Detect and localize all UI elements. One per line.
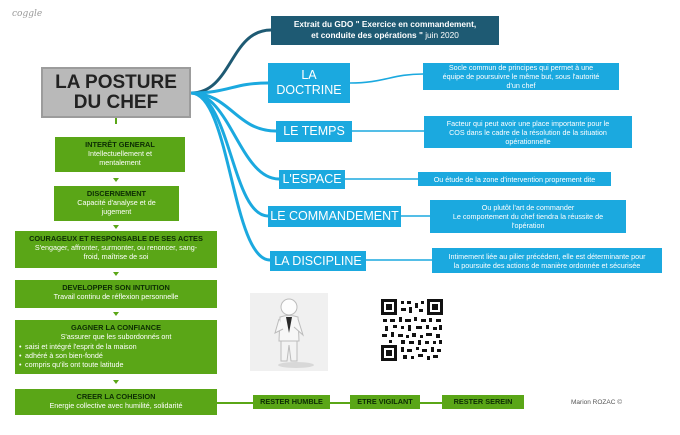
down-arrow-icon	[113, 178, 119, 182]
confiance-bullets: saisi et intégré l'esprit de la maison a…	[19, 342, 213, 369]
chip-rester-humble[interactable]: RESTER HUMBLE	[253, 395, 330, 409]
brand-logo: coggle	[12, 9, 43, 19]
branch-temps-label: LE TEMPS	[283, 124, 345, 138]
quality-courageux[interactable]: COURAGEUX ET RESPONSABLE DE SES ACTES S'…	[15, 231, 217, 268]
quality-sub: Capacité d'analyse et de jugement	[77, 198, 156, 216]
central-topic-title: LA POSTURE DU CHEF	[55, 71, 177, 113]
quality-title: DISCERNEMENT	[86, 189, 147, 198]
branch-espace-desc-text: Ou étude de la zone d'intervention propr…	[433, 174, 596, 184]
branch-doctrine-label: LA DOCTRINE	[276, 68, 342, 97]
list-item: saisi et intégré l'esprit de la maison	[19, 342, 213, 351]
quality-cohesion[interactable]: CREER LA COHESION Energie collective ave…	[15, 389, 217, 415]
quality-title: CREER LA COHESION	[76, 392, 156, 401]
branch-temps-desc[interactable]: Facteur qui peut avoir une place importa…	[424, 116, 632, 148]
down-arrow-icon	[113, 312, 119, 316]
list-item: adhéré à son bien-fondé	[19, 351, 213, 360]
chip-rester-serein[interactable]: RESTER SEREIN	[442, 395, 524, 409]
branch-doctrine[interactable]: LA DOCTRINE	[268, 63, 350, 103]
quality-confiance[interactable]: GAGNER LA CONFIANCE S'assurer que les su…	[15, 320, 217, 374]
quality-sub: S'assurer que les subordonnés ont	[60, 332, 172, 341]
branch-commandement[interactable]: LE COMMANDEMENT	[268, 206, 401, 227]
branch-commandement-desc[interactable]: Ou plutôt l'art de commander Le comporte…	[430, 200, 626, 233]
quality-title: DEVELOPPER SON INTUITION	[62, 283, 170, 292]
quality-title: GAGNER LA CONFIANCE	[70, 323, 162, 332]
chain-line	[420, 402, 442, 404]
list-item: compris qu'ils ont toute latitude	[19, 360, 213, 369]
green-connector	[115, 118, 117, 124]
chain-line	[217, 402, 253, 404]
quality-sub: Intellectuellement et mentalement	[88, 149, 152, 167]
quality-discernement[interactable]: DISCERNEMENT Capacité d'analyse et de ju…	[54, 186, 179, 221]
quality-sub: Energie collective avec humilité, solida…	[49, 401, 183, 410]
branch-discipline[interactable]: LA DISCIPLINE	[270, 251, 366, 271]
branch-discipline-desc-text: Intimement liée au pilier précédent, ell…	[448, 251, 646, 270]
branch-commandement-label: LE COMMANDEMENT	[270, 209, 399, 223]
author-credit: Marion ROZAC ©	[571, 399, 623, 406]
source-note-line2: et conduite des opérations " juin 2020	[271, 30, 499, 41]
source-note[interactable]: Extrait du GDO " Exercice en commandemen…	[271, 16, 499, 45]
source-note-line1: Extrait du GDO " Exercice en commandemen…	[293, 19, 477, 29]
quality-title: COURAGEUX ET RESPONSABLE DE SES ACTES	[29, 234, 203, 243]
chain-line	[330, 402, 350, 404]
branch-discipline-label: LA DISCIPLINE	[274, 253, 362, 268]
thinking-figure-icon	[250, 293, 328, 371]
branch-espace-label: L'ESPACE	[282, 172, 342, 186]
down-arrow-icon	[113, 380, 119, 384]
down-arrow-icon	[113, 225, 119, 229]
central-topic[interactable]: LA POSTURE DU CHEF	[41, 67, 191, 118]
qr-code-icon	[381, 299, 443, 361]
chip-etre-vigilant[interactable]: ETRE VIGILANT	[350, 395, 420, 409]
branch-discipline-desc[interactable]: Intimement liée au pilier précédent, ell…	[432, 248, 662, 273]
branch-commandement-desc-text: Ou plutôt l'art de commander Le comporte…	[452, 203, 604, 230]
quality-intuition[interactable]: DEVELOPPER SON INTUITION Travail continu…	[15, 280, 217, 308]
branch-espace[interactable]: L'ESPACE	[279, 170, 345, 189]
branch-temps[interactable]: LE TEMPS	[276, 121, 352, 142]
quality-sub: S'engager, affronter, surmonter, ou reno…	[34, 243, 198, 261]
down-arrow-icon	[113, 272, 119, 276]
quality-title: INTERÊT GENERAL	[85, 140, 155, 149]
quality-sub: Travail continu de réflexion personnelle	[53, 292, 179, 301]
branch-espace-desc[interactable]: Ou étude de la zone d'intervention propr…	[418, 172, 611, 186]
source-note-title-end: et conduite des opérations "	[311, 30, 423, 40]
branch-doctrine-desc[interactable]: Socle commun de principes qui permet à u…	[423, 63, 619, 90]
quality-interet-general[interactable]: INTERÊT GENERAL Intellectuellement et me…	[55, 137, 185, 172]
source-note-date: juin 2020	[422, 30, 459, 40]
branch-doctrine-desc-text: Socle commun de principes qui permet à u…	[442, 63, 600, 90]
branch-temps-desc-text: Facteur qui peut avoir une place importa…	[446, 118, 610, 146]
